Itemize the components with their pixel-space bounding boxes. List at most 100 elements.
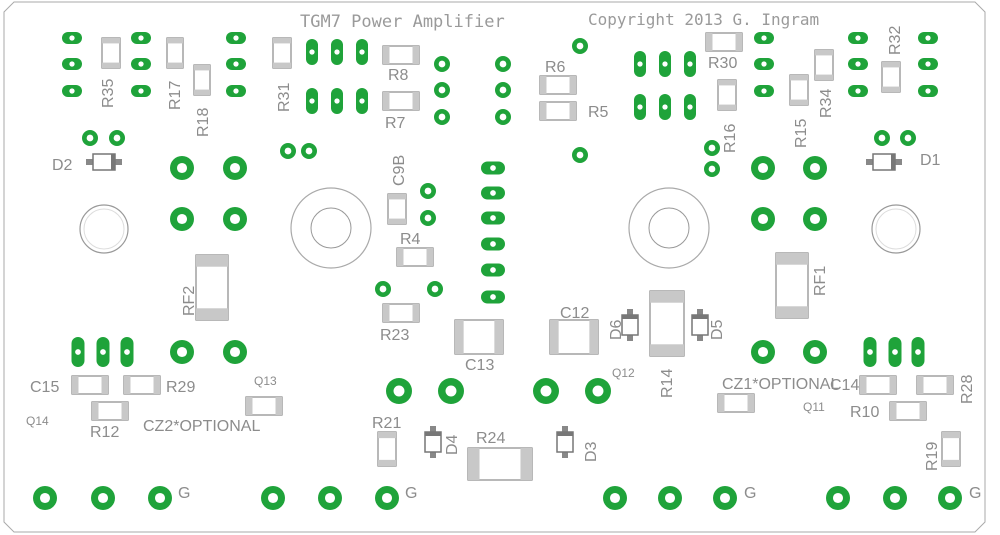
end-cap <box>455 320 464 354</box>
round-pad <box>33 486 57 510</box>
oval-pad <box>634 94 646 120</box>
component-body <box>881 61 901 93</box>
oval-pad <box>754 32 774 44</box>
end-cap <box>735 33 742 51</box>
end-cap <box>412 304 419 322</box>
end-cap <box>919 402 926 420</box>
label-R23: R23 <box>380 327 409 344</box>
label-R18: R18 <box>195 108 212 137</box>
end-cap <box>569 102 576 120</box>
label-C15: C15 <box>30 379 59 396</box>
end-cap <box>882 86 900 92</box>
oval-pad <box>918 85 938 97</box>
pad-hole <box>855 88 861 94</box>
oval-pad <box>96 337 110 367</box>
end-cap <box>383 92 390 110</box>
end-cap <box>246 397 253 415</box>
round-pad <box>938 486 962 510</box>
pad-hole <box>267 492 279 504</box>
end-cap <box>124 376 131 394</box>
pad-hole <box>904 134 912 142</box>
pad-hole <box>499 60 507 68</box>
end-cap <box>102 38 120 44</box>
oval-pad <box>659 51 671 77</box>
label-D6: D6 <box>608 319 625 340</box>
component-body <box>539 75 577 95</box>
label-Q12: Q12 <box>612 366 635 380</box>
round-pad <box>223 156 247 180</box>
round-pad <box>603 486 627 510</box>
pad-hole <box>176 162 188 174</box>
component-body <box>387 193 407 225</box>
component-body <box>272 37 292 69</box>
oval-pad <box>331 39 343 65</box>
pad-hole <box>925 35 931 41</box>
end-cap <box>273 62 291 68</box>
pad-hole <box>761 35 767 41</box>
label-Q13: Q13 <box>254 374 277 388</box>
end-cap <box>494 320 503 354</box>
pad-hole <box>233 88 239 94</box>
pad-hole <box>393 385 405 397</box>
pad-hole <box>431 285 439 293</box>
pad-hole <box>576 151 584 159</box>
pad-hole <box>379 285 387 293</box>
diode-band <box>692 315 708 319</box>
oval-pad <box>356 39 368 65</box>
end-cap <box>196 255 228 267</box>
end-cap <box>942 459 960 466</box>
component-body <box>377 431 397 467</box>
end-cap <box>889 376 896 394</box>
component-body <box>859 375 897 395</box>
oval-pad <box>62 32 82 44</box>
round-pad <box>495 82 511 98</box>
end-cap <box>273 38 291 44</box>
round-pad <box>751 207 775 231</box>
round-pad <box>751 156 775 180</box>
round-pad <box>572 147 588 163</box>
label-Q11: Q11 <box>803 400 825 414</box>
pad-hole <box>424 187 432 195</box>
oval-pad <box>863 337 877 367</box>
end-cap <box>397 248 404 266</box>
diode-body <box>424 426 442 458</box>
end-cap <box>196 308 228 320</box>
label-CZ2: CZ2*OPTIONAL <box>143 418 260 435</box>
mounting-hole-left <box>79 204 129 254</box>
pad-hole <box>761 61 767 67</box>
pad-hole <box>229 162 241 174</box>
diode-band <box>622 315 638 319</box>
oval-pad <box>131 85 151 97</box>
oval-pad <box>131 58 151 70</box>
mounting-hole-right-center <box>628 187 710 269</box>
round-pad <box>170 340 194 364</box>
label-C14: C14 <box>830 377 859 394</box>
round-pad <box>803 340 827 364</box>
pad-hole <box>424 214 432 222</box>
end-cap <box>890 402 897 420</box>
end-cap <box>383 304 390 322</box>
end-cap <box>167 38 183 44</box>
diode-body <box>866 153 902 171</box>
round-pad <box>900 130 916 146</box>
pad-hole <box>687 61 693 67</box>
label-R17: R17 <box>167 81 184 110</box>
end-cap <box>426 248 433 266</box>
oval-pad <box>659 94 671 120</box>
end-cap <box>790 99 808 105</box>
label-G2: G <box>405 485 417 502</box>
pad-hole <box>39 492 51 504</box>
pad-hole <box>176 213 188 225</box>
end-cap <box>101 376 108 394</box>
end-cap <box>650 344 684 356</box>
pad-hole <box>761 88 767 94</box>
board-copyright: Copyright 2013 G. Ingram <box>588 10 819 29</box>
pad-hole <box>889 492 901 504</box>
round-pad <box>585 378 611 404</box>
component-body <box>717 79 737 111</box>
pad-hole <box>438 86 446 94</box>
component-body <box>539 101 577 121</box>
pad-hole <box>944 492 956 504</box>
oval-pad <box>481 161 505 175</box>
diode-band <box>891 154 895 170</box>
